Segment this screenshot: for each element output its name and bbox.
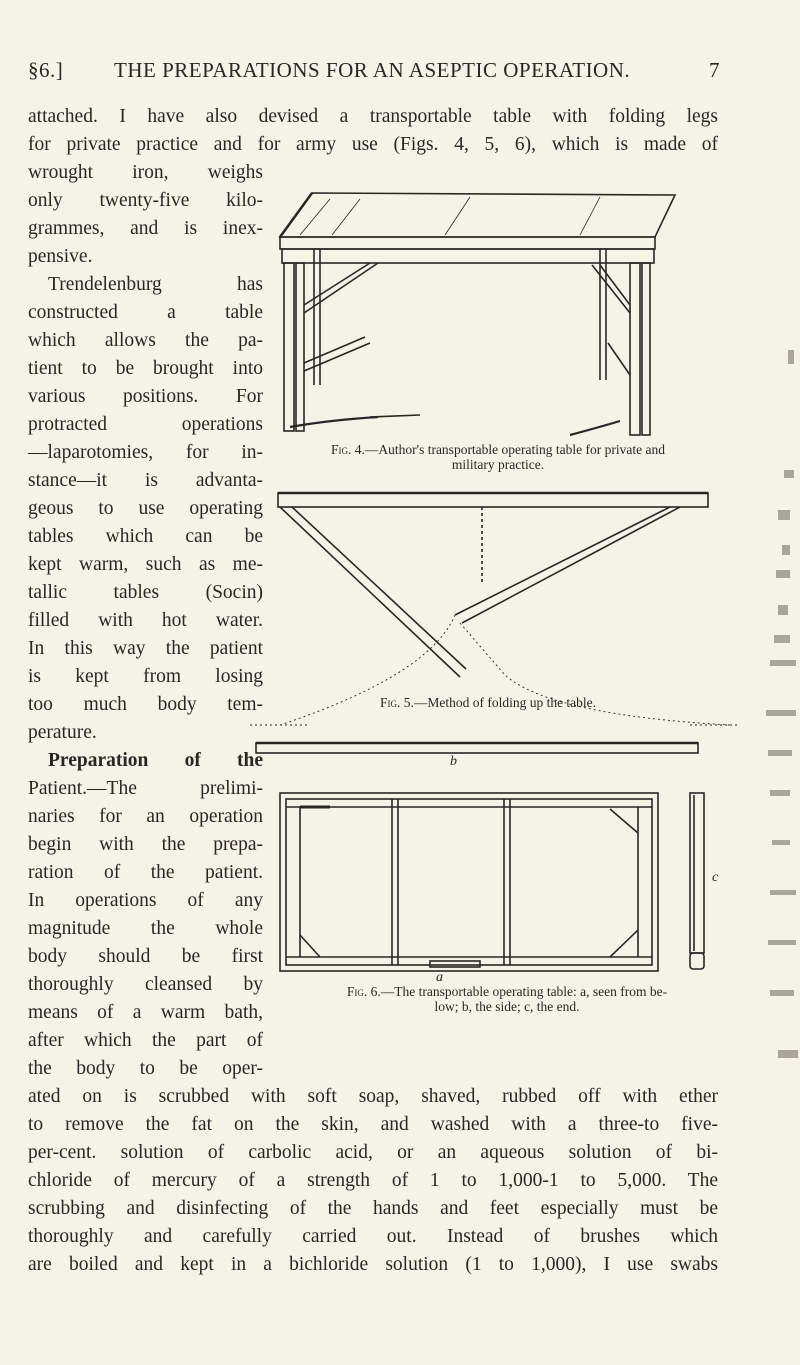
body-line: tables which can be xyxy=(28,526,263,547)
body-line: begin with the prepa- xyxy=(28,834,263,855)
figure-5-caption: Fig. 5.—Method of folding up the table. xyxy=(298,695,678,710)
body-line: ration of the patient. xyxy=(28,862,263,883)
running-title: THE PREPARATIONS FOR AN ASEPTIC OPERATIO… xyxy=(114,58,631,82)
body-line: stance—it is advanta- xyxy=(28,470,263,491)
body-line: protracted operations xyxy=(28,414,263,435)
figure-5-label: Fig. 5. xyxy=(379,695,414,710)
figure-6-letter-a: a xyxy=(436,970,443,985)
figure-4-label: Fig. 4. xyxy=(331,442,365,457)
figure-6-letter-c: c xyxy=(712,870,719,885)
body-line: thoroughly and carefully carried out. In… xyxy=(28,1226,718,1247)
body-line: In this way the patient xyxy=(28,638,263,659)
body-line: tient to be brought into xyxy=(28,358,263,379)
body-line: thoroughly cleansed by xyxy=(28,974,263,995)
section-heading: Preparation of the xyxy=(48,750,263,771)
body-line: body should be first xyxy=(28,946,263,967)
page-number: 7 xyxy=(709,58,720,82)
body-line: In operations of any xyxy=(28,890,263,911)
body-line: tallic tables (Socin) xyxy=(28,582,263,603)
body-line: chloride of mercury of a strength of 1 t… xyxy=(28,1170,718,1191)
section-number: §6.] xyxy=(28,58,64,82)
figure-6-caption-line2: low; b, the side; c, the end. xyxy=(434,999,580,1014)
body-line: ated on is scrubbed with soft soap, shav… xyxy=(28,1086,718,1107)
body-line: after which the part of xyxy=(28,1030,263,1051)
body-line: constructed a table xyxy=(28,302,263,323)
body-line: means of a warm bath, xyxy=(28,1002,263,1023)
body-line: for private practice and for army use (F… xyxy=(28,134,718,155)
figure-6-caption: Fig. 6.—The transportable operating tabl… xyxy=(272,984,742,1014)
body-line: geous to use operating xyxy=(28,498,263,519)
body-line: the body to be oper- xyxy=(28,1058,263,1079)
body-line: magnitude the whole xyxy=(28,918,263,939)
figure-5-folding-drawing xyxy=(250,491,740,726)
body-line: which allows the pa- xyxy=(28,330,263,351)
figure-4-table-drawing xyxy=(278,192,677,437)
figure-5-caption-text: —Method of folding up the table. xyxy=(413,695,597,710)
running-head: §6.] THE PREPARATIONS FOR AN ASEPTIC OPE… xyxy=(28,58,720,88)
body-line: filled with hot water. xyxy=(28,610,263,631)
figure-4-caption-line1: —Author's transportable operating table … xyxy=(364,442,665,457)
figure-6-three-views xyxy=(255,741,705,972)
figure-6-label: Fig. 6. xyxy=(346,984,381,999)
body-line: pensive. xyxy=(28,246,93,267)
body-line: only twenty-five kilo- xyxy=(28,190,263,211)
body-line: to remove the fat on the skin, and washe… xyxy=(28,1114,718,1135)
body-line: —laparotomies, for in- xyxy=(28,442,263,463)
body-line: grammes, and is inex- xyxy=(28,218,263,239)
body-line: various positions. For xyxy=(28,386,263,407)
body-line: Patient.—The prelimi- xyxy=(28,778,263,799)
body-line: per-cent. solution of carbolic acid, or … xyxy=(28,1142,718,1163)
figure-6-caption-line1: —The transportable operating table: a, s… xyxy=(380,984,668,999)
body-line: is kept from losing xyxy=(28,666,263,687)
body-line: attached. I have also devised a transpor… xyxy=(28,106,718,127)
margin-bleed-through xyxy=(766,350,798,1058)
figure-6-letter-b: b xyxy=(450,754,457,769)
body-line: scrubbing and disinfecting of the hands … xyxy=(28,1198,718,1219)
body-line: are boiled and kept in a bichloride solu… xyxy=(28,1254,718,1275)
body-line: naries for an operation xyxy=(28,806,263,827)
figure-4-caption: Fig. 4.—Author's transportable operating… xyxy=(268,442,728,472)
figure-4-caption-line2: military practice. xyxy=(451,457,545,472)
body-line: perature. xyxy=(28,722,97,743)
body-line: wrought iron, weighs xyxy=(28,162,263,183)
body-line: kept warm, such as me- xyxy=(28,554,263,575)
body-line: too much body tem- xyxy=(28,694,263,715)
body-line: Trendelenburg has xyxy=(48,274,263,295)
